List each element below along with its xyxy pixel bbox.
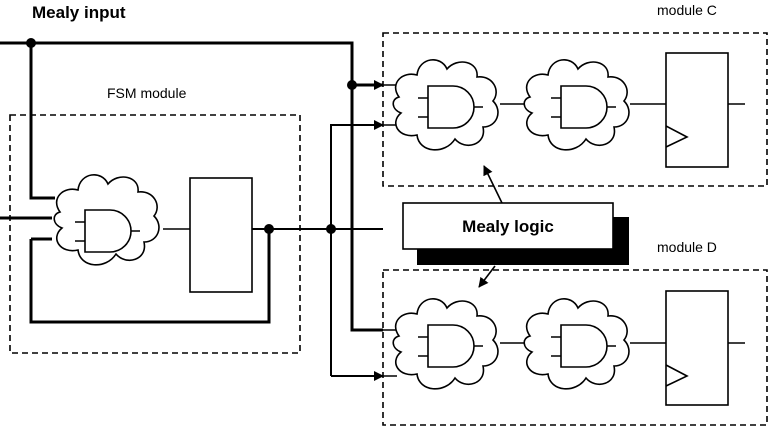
callout-arrow-down xyxy=(478,265,496,288)
and-gate-icon xyxy=(551,324,616,368)
mealy-input-label: Mealy input xyxy=(32,3,126,22)
module-d-flip-flop xyxy=(665,290,729,406)
module-d xyxy=(383,290,745,406)
junction-dot xyxy=(264,224,274,234)
module-d-label: module D xyxy=(657,239,717,255)
and-gate-icon xyxy=(418,85,483,129)
clock-icon xyxy=(665,364,689,387)
clock-icon xyxy=(665,125,689,148)
junction-dot xyxy=(26,38,36,48)
module-c-boundary xyxy=(382,32,768,187)
module-c-logic-cloud-2 xyxy=(523,59,630,151)
mealy-logic-callout: Mealy logic xyxy=(402,165,629,288)
module-c-logic-cloud-1 xyxy=(392,59,499,151)
fsm-module xyxy=(0,120,384,381)
mealy-input-wires xyxy=(0,38,384,332)
module-c xyxy=(383,52,745,168)
module-c-label: module C xyxy=(657,2,717,18)
fsm-module-boundary xyxy=(9,114,301,354)
fsm-state-register xyxy=(189,177,253,293)
and-gate-icon xyxy=(418,324,483,368)
callout-box xyxy=(402,202,614,250)
callout-arrow-up xyxy=(483,165,503,204)
fsm-module-label: FSM module xyxy=(107,85,187,101)
fsm-and-gate-icon xyxy=(75,209,140,253)
module-d-logic-cloud-1 xyxy=(392,298,499,390)
module-d-logic-cloud-2 xyxy=(523,298,630,390)
and-gate-icon xyxy=(551,85,616,129)
module-c-flip-flop xyxy=(665,52,729,168)
module-d-boundary xyxy=(382,269,768,426)
mealy-logic-label: Mealy logic xyxy=(462,217,554,236)
